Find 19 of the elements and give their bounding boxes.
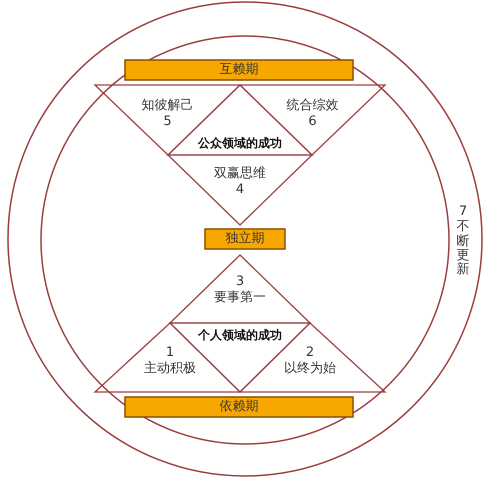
habit-label: 7	[458, 204, 468, 220]
habit-label: 1	[166, 345, 174, 361]
habit-label: 6	[308, 114, 317, 130]
habit-label: 2	[306, 345, 314, 361]
habit-label: 不断更新	[456, 220, 470, 278]
stage-label: 依赖期	[220, 399, 258, 415]
habit-label: 5	[163, 114, 172, 130]
habit-label: 要事第一	[214, 290, 266, 306]
habit-label: 3	[236, 274, 244, 290]
stage-label: 互赖期	[220, 62, 258, 78]
habit-label: 以终为始	[284, 361, 336, 377]
domain-label: 个人领域的成功	[198, 326, 282, 342]
stage-label: 独立期	[226, 231, 264, 247]
habit-label: 双赢思维	[214, 166, 266, 182]
domain-label: 公众领域的成功	[198, 134, 282, 150]
habit-label: 知彼解己	[142, 98, 194, 114]
habit-label: 4	[236, 182, 244, 198]
habit-label: 主动积极	[144, 361, 196, 377]
habit-label: 统合综效	[286, 98, 338, 114]
